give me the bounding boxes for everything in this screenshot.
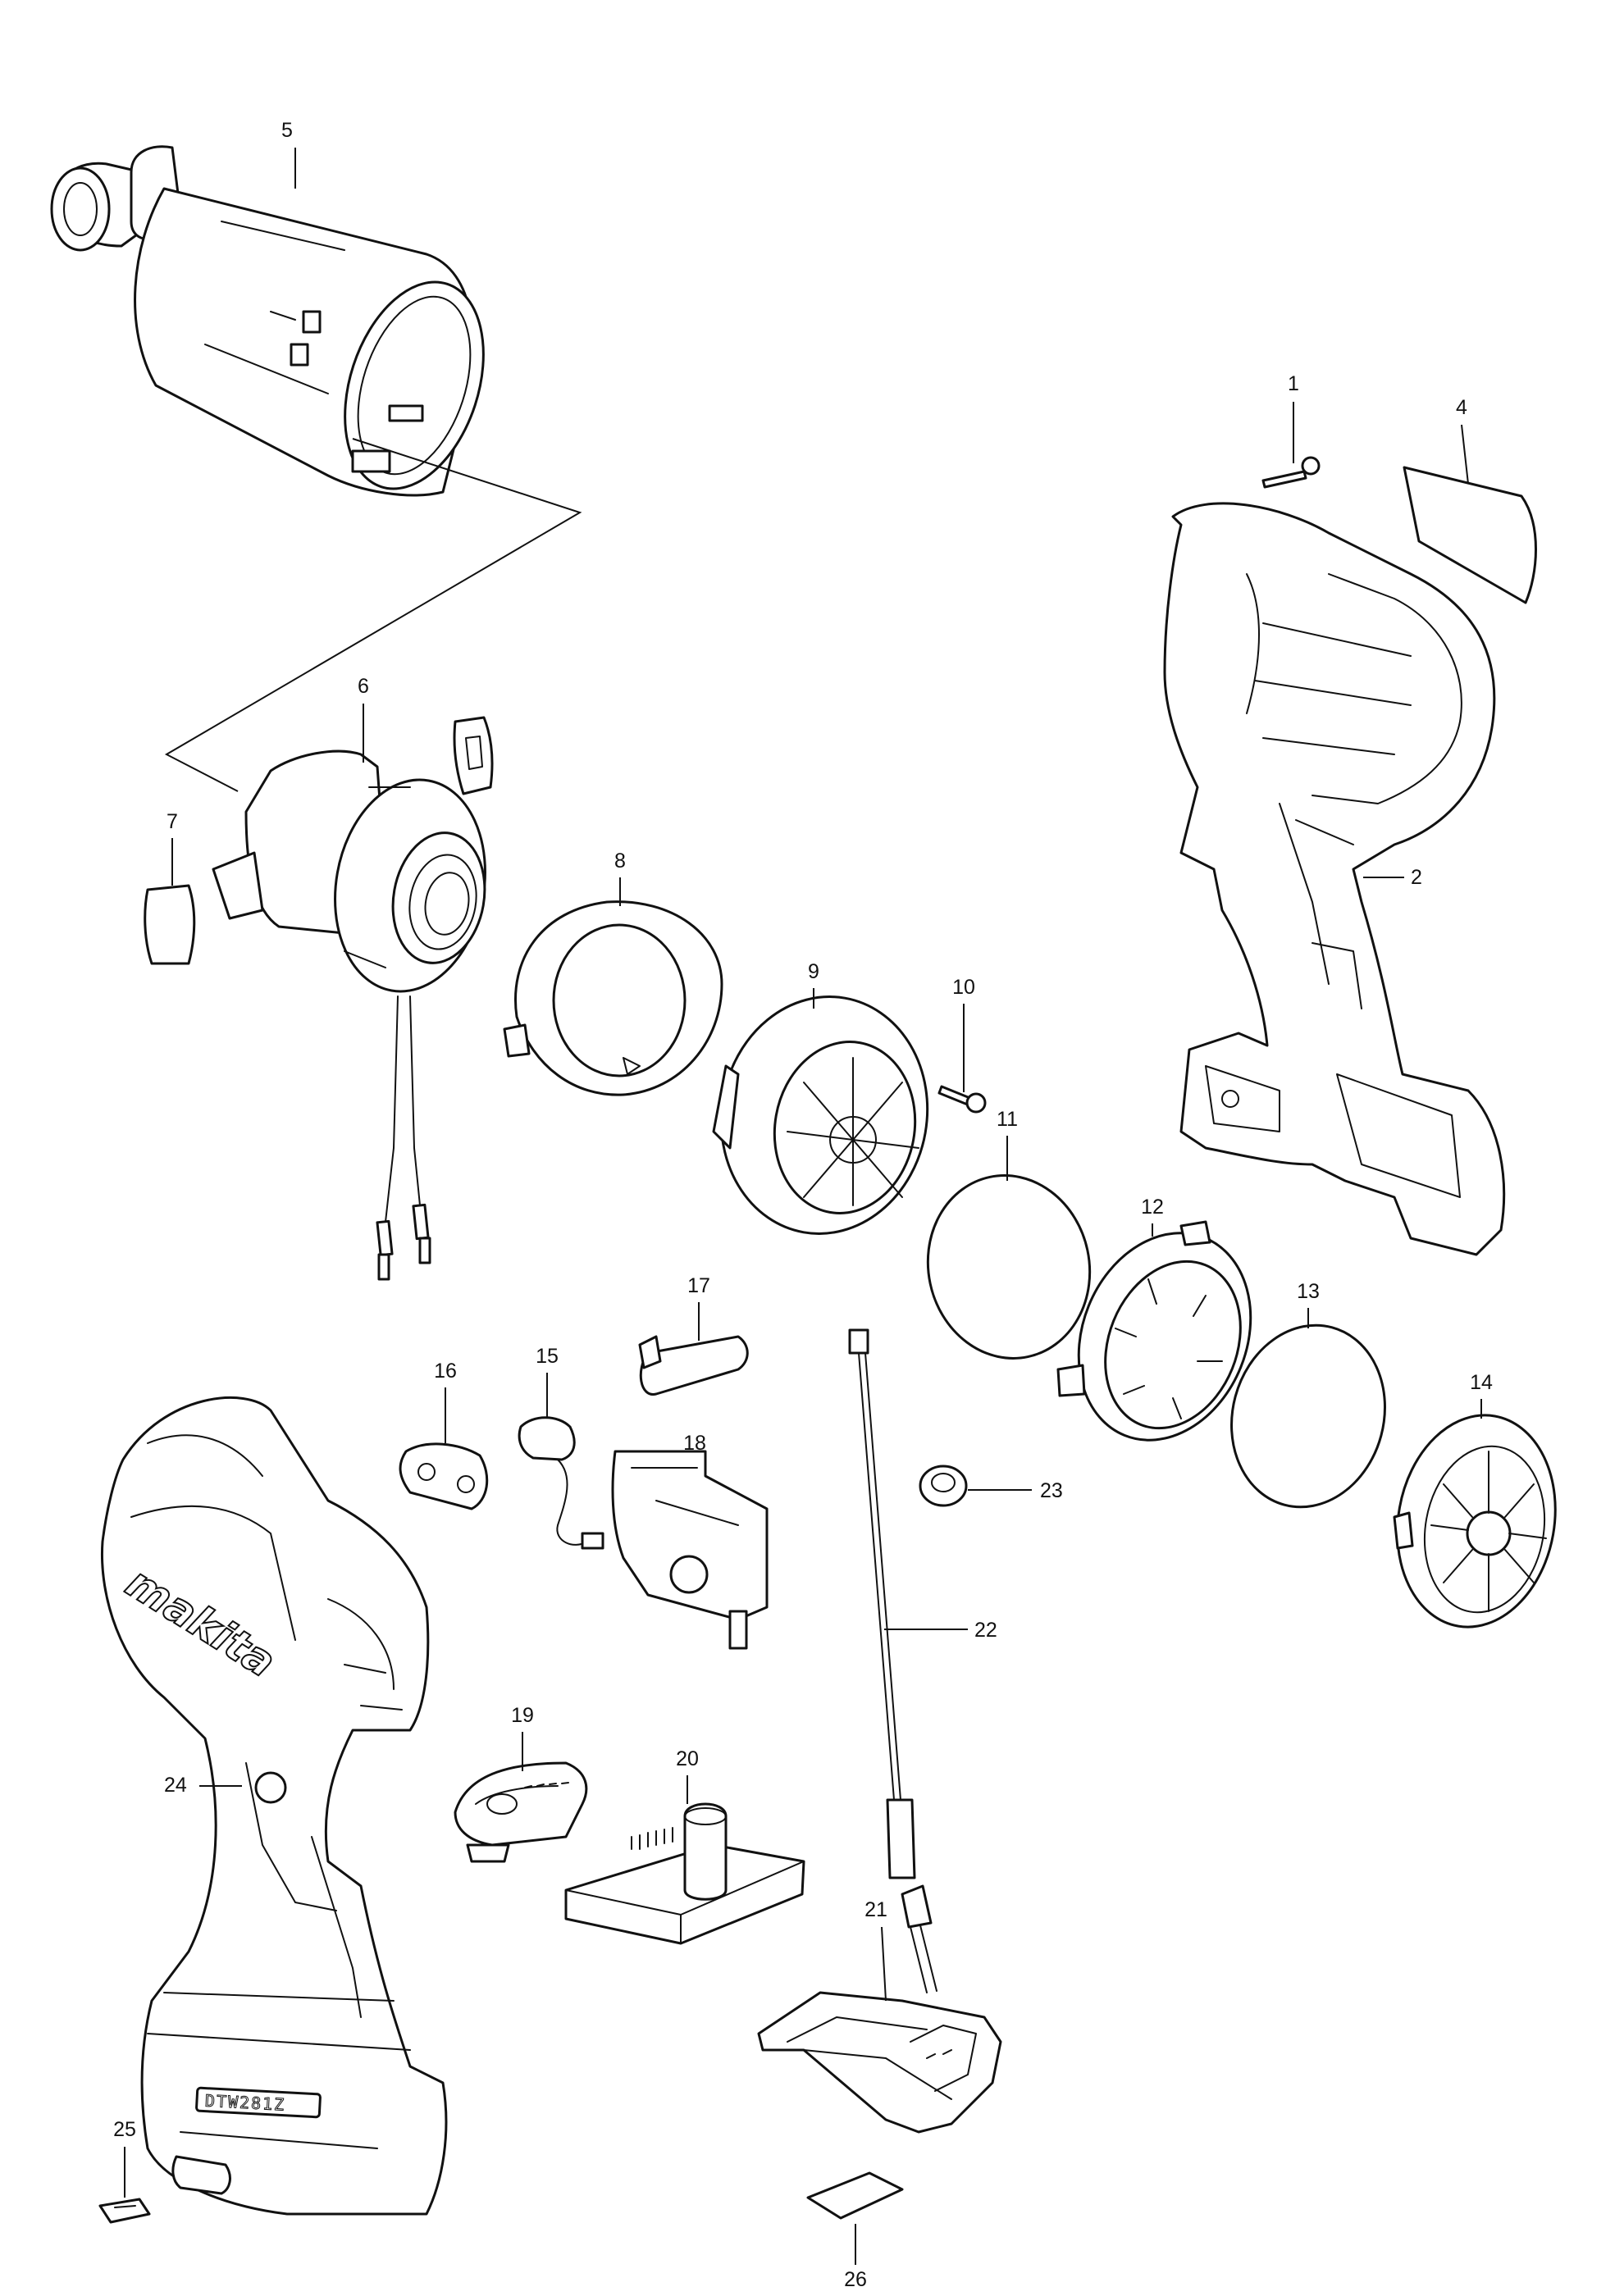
part-17-switch-lever-icon — [638, 1335, 749, 1396]
callout-12: 12 — [1141, 1196, 1164, 1219]
callout-7: 7 — [167, 810, 178, 833]
callout-21: 21 — [864, 1898, 887, 1921]
callout-5: 5 — [281, 119, 293, 142]
part-14-fan-cover-icon — [1393, 1414, 1557, 1629]
part-24-housing-set-icon: makita DTW281Z — [100, 1396, 448, 2216]
callout-23: 23 — [1040, 1479, 1063, 1502]
callout-14: 14 — [1470, 1371, 1493, 1394]
part-20-controller-board-icon — [564, 1802, 805, 1945]
part-2-housing-half-icon — [1163, 502, 1506, 1256]
callout-20: 20 — [676, 1747, 699, 1770]
model-mark: DTW281Z — [204, 2091, 285, 2115]
part-19-switch-panel-icon — [454, 1761, 588, 1863]
callout-15: 15 — [536, 1345, 559, 1368]
part-23-bushing-icon — [919, 1465, 968, 1507]
part-4-label-plate-icon — [1403, 466, 1537, 604]
part-8-baffle-ring-icon — [503, 900, 723, 1096]
part-25-badge-icon — [98, 2198, 151, 2224]
callout-16: 16 — [434, 1360, 457, 1383]
callout-2: 2 — [1411, 866, 1422, 889]
part-12-ring-bracket-icon — [1056, 1220, 1252, 1442]
callout-13: 13 — [1297, 1280, 1320, 1303]
part-9-rear-cover-icon — [712, 995, 929, 1235]
callout-4: 4 — [1456, 396, 1467, 419]
part-11-filter-disc-icon — [926, 1174, 1092, 1360]
callout-18: 18 — [683, 1432, 706, 1455]
part-5-motor-housing-icon — [50, 145, 485, 497]
part-16-bracket-icon — [399, 1442, 489, 1510]
callout-22: 22 — [974, 1619, 997, 1642]
clip-icon — [453, 716, 494, 795]
callout-24: 24 — [164, 1774, 187, 1797]
part-26-label-icon — [806, 2171, 904, 2220]
callout-17: 17 — [687, 1274, 710, 1297]
part-18-switch-icon — [611, 1450, 769, 1650]
part-6-motor-stator-assembly-icon — [212, 749, 486, 1281]
callout-9: 9 — [808, 960, 819, 983]
part-1-screw-icon — [1261, 456, 1321, 489]
callout-26: 26 — [844, 2268, 867, 2291]
callout-19: 19 — [511, 1704, 534, 1727]
callout-1: 1 — [1288, 372, 1299, 395]
part-10-screw-icon — [937, 1085, 987, 1114]
part-22-lead-wire-icon — [848, 1328, 916, 1879]
callout-11: 11 — [997, 1108, 1018, 1131]
part-13-filter-disc-icon — [1230, 1323, 1386, 1509]
part-21-controller-icon — [757, 1884, 1002, 2134]
callout-6: 6 — [358, 675, 369, 698]
callout-25: 25 — [113, 2118, 136, 2141]
part-7-rubber-pad-icon — [144, 884, 196, 965]
callout-10: 10 — [952, 976, 975, 999]
part-15-led-cable-icon — [518, 1416, 604, 1550]
callout-8: 8 — [614, 850, 626, 872]
